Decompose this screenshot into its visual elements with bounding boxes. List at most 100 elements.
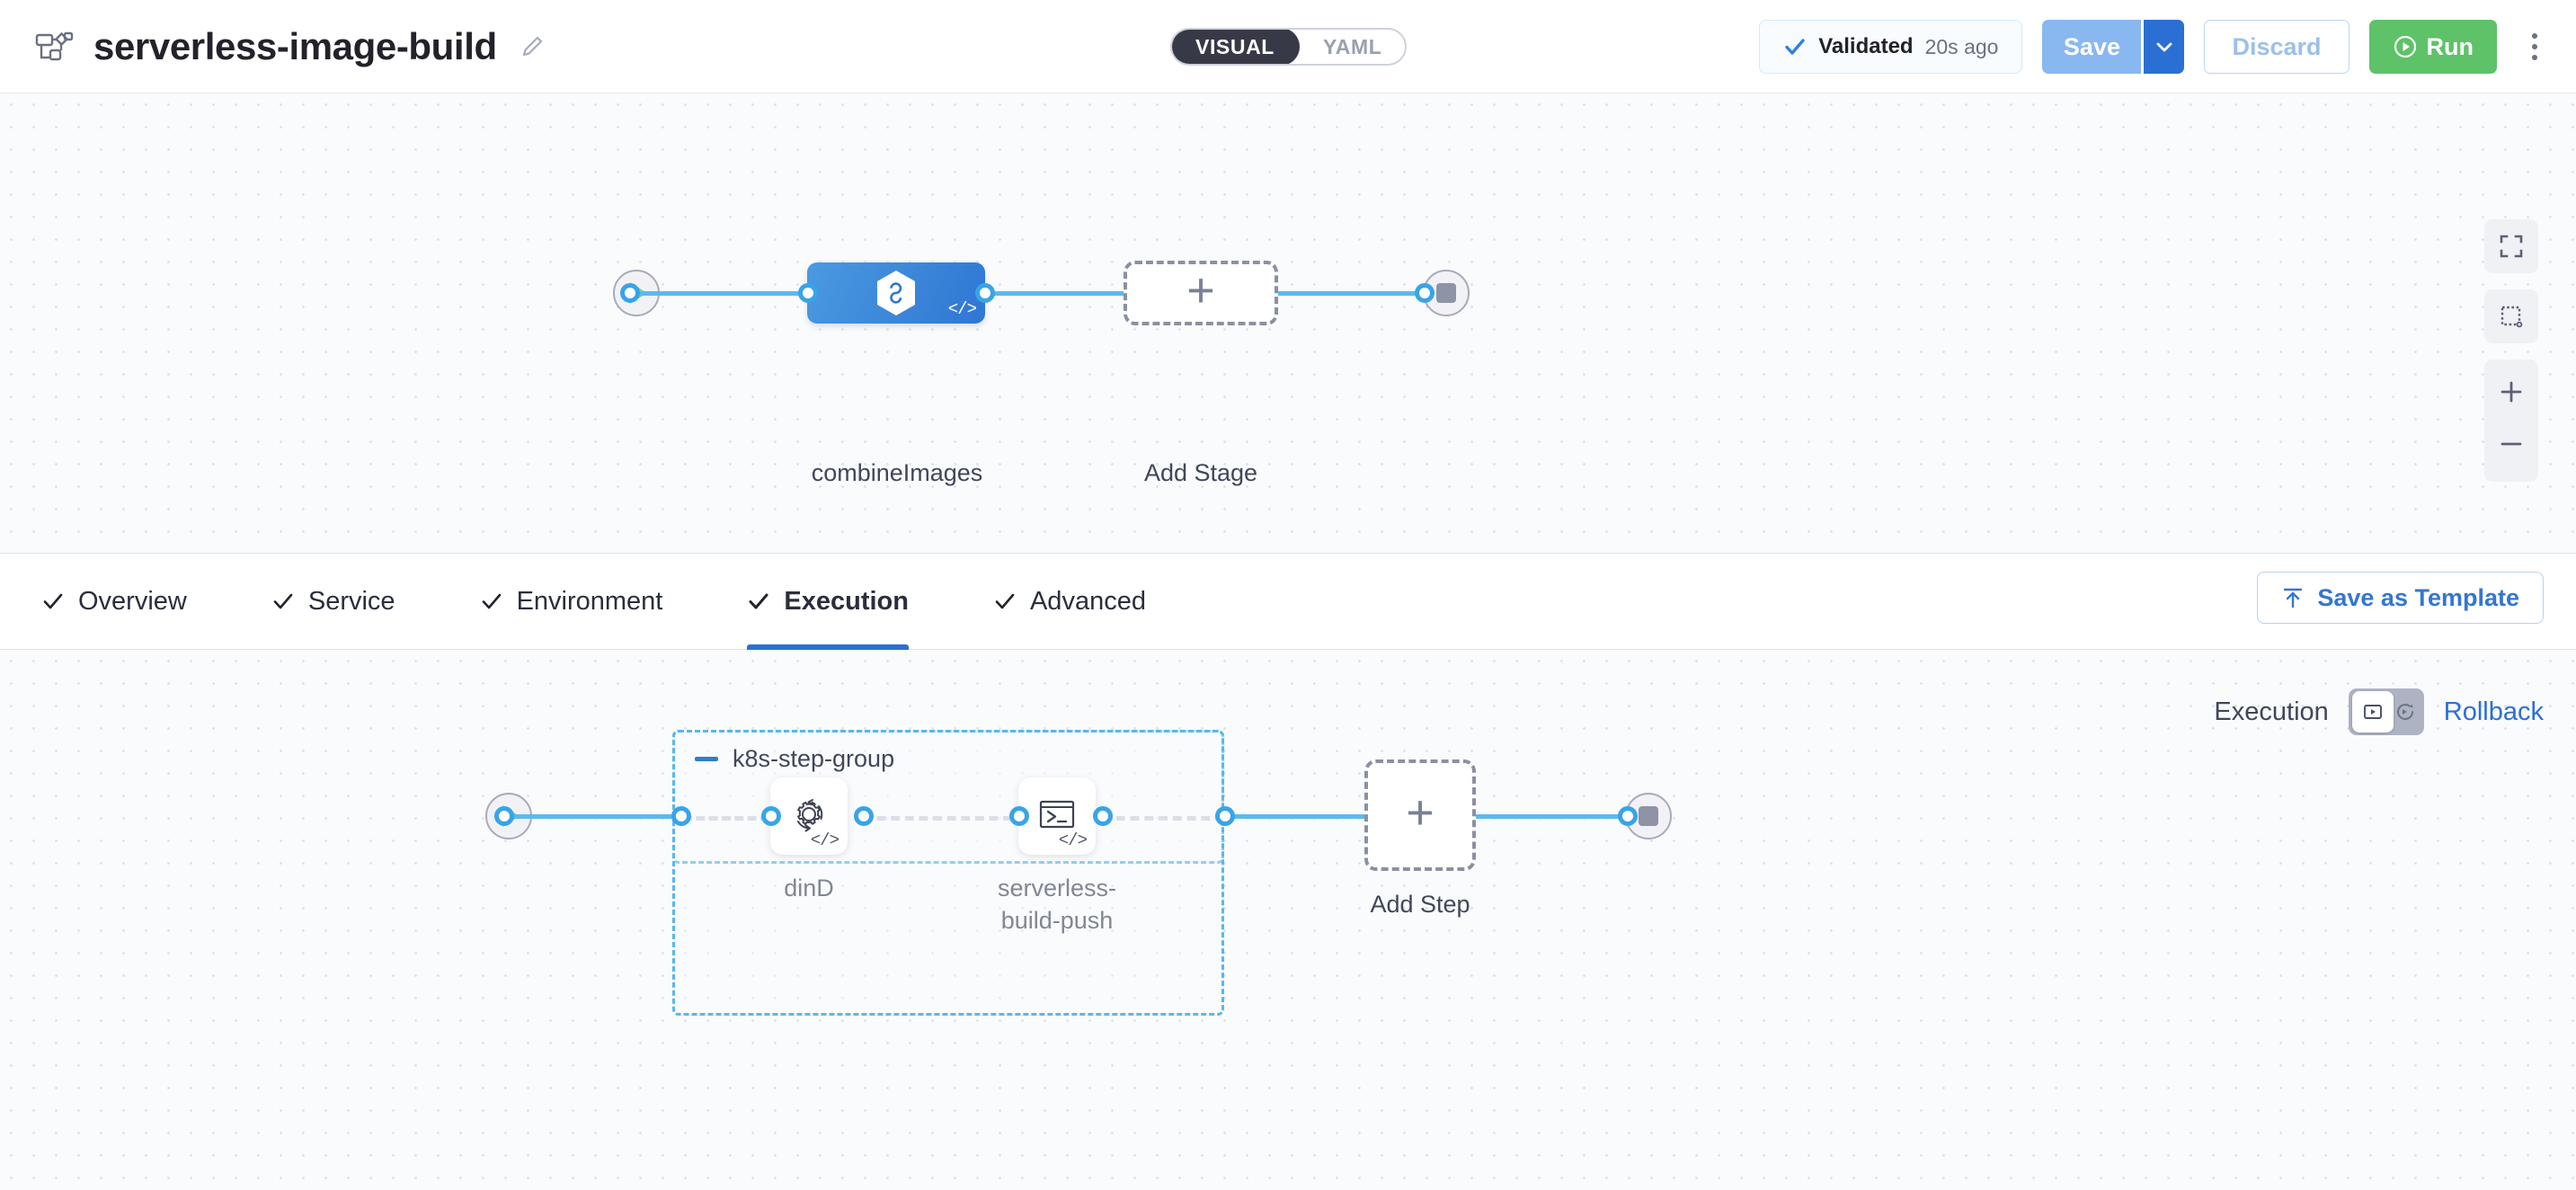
kebab-menu-icon[interactable]: [2517, 20, 2553, 74]
minus-collapse-icon[interactable]: [695, 757, 718, 761]
stage-config-tabbar: Overview Service Environment: [0, 554, 2576, 650]
step-group-title: k8s-step-group: [733, 745, 895, 772]
kebab-dot: [2532, 44, 2537, 49]
connector-dot[interactable]: [1215, 806, 1235, 826]
chevron-down-icon: [2154, 37, 2174, 57]
step-group-header: k8s-step-group: [695, 745, 894, 773]
stage-link: [629, 291, 809, 296]
connector-dot[interactable]: [1415, 283, 1435, 303]
fit-to-screen-icon: [2498, 233, 2525, 260]
save-button[interactable]: Save: [2042, 20, 2142, 74]
connector-dot[interactable]: [761, 806, 781, 826]
run-label: Run: [2426, 32, 2474, 60]
view-toggle-yaml[interactable]: YAML: [1322, 34, 1382, 58]
step-label-dind: dinD: [784, 875, 834, 901]
step-link: [1221, 814, 1364, 819]
check-icon: [1783, 35, 1807, 58]
step-node-dind[interactable]: </>: [770, 777, 848, 855]
connector-dot[interactable]: [1093, 806, 1113, 826]
tab-label: Advanced: [1029, 586, 1146, 616]
check-icon: [271, 590, 295, 613]
plus-icon: +: [1186, 263, 1215, 317]
check-icon: [747, 590, 770, 613]
view-toggle-visual[interactable]: VISUAL: [1172, 30, 1300, 64]
connector-dot[interactable]: [620, 283, 640, 303]
zoom-in-button[interactable]: [2484, 369, 2538, 415]
tab-label: Overview: [78, 586, 187, 616]
add-stage-button[interactable]: +: [1124, 261, 1278, 325]
save-dropdown-button[interactable]: [2141, 20, 2185, 74]
kebab-dot: [2532, 55, 2537, 60]
connector-dot[interactable]: [854, 806, 874, 826]
kebab-dot: [2532, 33, 2537, 39]
tab-advanced[interactable]: Advanced: [993, 554, 1186, 650]
zoom-out-icon: [2498, 431, 2525, 457]
connector-dot[interactable]: [494, 806, 514, 826]
fit-to-screen-button[interactable]: [2484, 219, 2538, 273]
stage-link: [1278, 291, 1429, 296]
tab-label: Service: [307, 586, 395, 616]
pencil-edit-icon[interactable]: [517, 31, 547, 62]
execution-label: Execution: [2214, 697, 2329, 726]
add-step-button[interactable]: +: [1364, 759, 1476, 871]
step-label-serverless-build-push: serverless- build-push: [997, 875, 1117, 934]
save-as-template-button[interactable]: Save as Template: [2257, 572, 2544, 624]
step-link: [1472, 814, 1632, 819]
rollback-rotate-icon: [2394, 700, 2417, 724]
tab-label: Environment: [516, 586, 663, 616]
pipeline-end-node[interactable]: [1423, 270, 1470, 316]
stage-label-combineimages: combineImages: [811, 459, 983, 486]
tab-environment[interactable]: Environment: [480, 554, 703, 650]
status-badge: Validated 20s ago: [1759, 20, 2023, 74]
stop-square-icon: [1436, 283, 1456, 303]
check-icon: [993, 590, 1017, 613]
stage-link: [971, 291, 1124, 296]
tab-label: Execution: [784, 586, 909, 616]
app-header: serverless-image-build VISUAL YAML Valid…: [0, 0, 2576, 93]
connector-dot[interactable]: [975, 283, 995, 303]
selection-box-button[interactable]: [2484, 289, 2538, 343]
zoom-out-button[interactable]: [2484, 421, 2538, 467]
connector-dot[interactable]: [798, 283, 818, 303]
step-link: [512, 814, 683, 819]
plus-icon: +: [1406, 786, 1435, 839]
tab-overview[interactable]: Overview: [41, 554, 227, 650]
header-actions: Validated 20s ago Save Discard Run: [1759, 0, 2553, 93]
validated-timestamp: 20s ago: [1924, 34, 1999, 58]
play-circle-icon: [2393, 34, 2418, 59]
step-node-serverless-build-push[interactable]: </>: [1018, 777, 1096, 855]
step-link-dashed: [1102, 816, 1224, 821]
pipeline-flow-icon: [34, 29, 74, 65]
code-badge: </>: [810, 830, 839, 850]
step-link-dashed: [683, 816, 769, 821]
rollback-label[interactable]: Rollback: [2443, 697, 2544, 726]
harness-hexagon-icon: [871, 268, 921, 318]
check-icon: [480, 590, 503, 613]
save-as-template-label: Save as Template: [2317, 583, 2519, 611]
execution-rollback-switch[interactable]: [2348, 688, 2424, 735]
stage-node-combineimages[interactable]: </>: [807, 262, 985, 324]
validated-label: Validated: [1818, 34, 1914, 58]
stop-square-icon: [1639, 806, 1658, 826]
terminal-icon: [1035, 792, 1079, 837]
tab-service[interactable]: Service: [271, 554, 435, 650]
discard-button[interactable]: Discard: [2204, 20, 2349, 74]
tab-execution[interactable]: Execution: [747, 554, 948, 650]
step-group-k8s[interactable]: k8s-step-group: [672, 730, 1224, 1016]
connector-dot[interactable]: [671, 806, 691, 826]
step-canvas[interactable]: k8s-step-group </> dinD: [0, 650, 2576, 1190]
connector-dot[interactable]: [1618, 806, 1638, 826]
zoom-in-icon: [2498, 378, 2525, 405]
code-badge: </>: [1058, 830, 1088, 850]
connector-dot[interactable]: [1009, 806, 1029, 826]
header-left-group: serverless-image-build: [0, 25, 547, 68]
step-link-dashed: [863, 816, 1012, 821]
view-mode-toggle[interactable]: VISUAL YAML: [1170, 28, 1408, 66]
save-template-icon: [2281, 586, 2305, 609]
run-button[interactable]: Run: [2368, 20, 2497, 74]
gear-rotate-icon: [786, 792, 831, 837]
add-stage-label: Add Stage: [1143, 459, 1258, 486]
selection-box-icon: [2498, 303, 2525, 330]
save-button-group: Save: [2042, 20, 2185, 74]
stage-canvas[interactable]: </> combineImages + Add Stage: [0, 93, 2576, 554]
